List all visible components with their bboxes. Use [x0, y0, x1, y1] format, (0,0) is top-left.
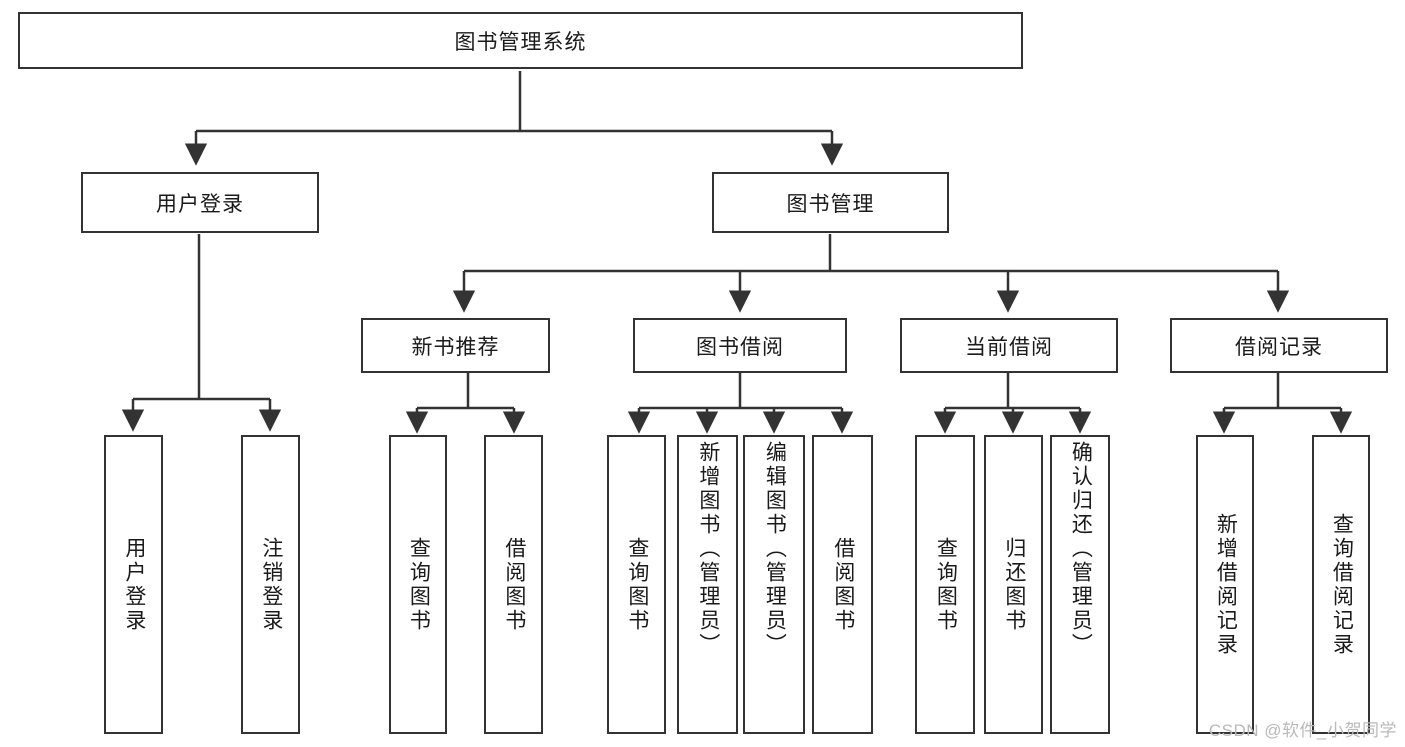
leaf-borrow-borrow-book[interactable]: 借阅图书	[812, 435, 873, 734]
node-label: 确认归还（管理员）	[1069, 441, 1093, 657]
node-label: 借阅图书	[502, 536, 526, 633]
node-label: 借阅图书	[831, 536, 855, 633]
node-label: 图书借阅	[696, 335, 784, 359]
node-label: 新增图书（管理员）	[696, 441, 720, 657]
node-label: 新书推荐	[411, 335, 500, 359]
node-current-borrow[interactable]: 当前借阅	[900, 318, 1118, 373]
leaf-current-return-book[interactable]: 归还图书	[984, 435, 1043, 734]
node-label: 查询借阅记录	[1330, 512, 1354, 657]
node-label: 编辑图书（管理员）	[763, 441, 787, 657]
node-label: 借阅记录	[1235, 335, 1323, 359]
node-user-login[interactable]: 用户登录	[81, 172, 319, 233]
leaf-new-book-query[interactable]: 查询图书	[389, 435, 447, 734]
leaf-record-add-record[interactable]: 新增借阅记录	[1196, 435, 1254, 734]
node-label: 注销登录	[259, 536, 283, 633]
leaf-borrow-add-book-admin[interactable]: 新增图书（管理员）	[677, 435, 738, 734]
node-new-book-recommend[interactable]: 新书推荐	[361, 318, 550, 373]
node-label: 用户登录	[156, 192, 244, 216]
node-root-system[interactable]: 图书管理系统	[18, 12, 1023, 69]
leaf-user-login-login[interactable]: 用户登录	[104, 435, 163, 734]
node-label: 查询图书	[934, 536, 958, 633]
node-label: 图书管理系统	[454, 30, 587, 54]
leaf-user-login-logout[interactable]: 注销登录	[241, 435, 300, 734]
node-borrow-record[interactable]: 借阅记录	[1170, 318, 1388, 373]
leaf-new-book-borrow[interactable]: 借阅图书	[484, 435, 543, 734]
leaf-record-query-record[interactable]: 查询借阅记录	[1312, 435, 1370, 734]
csdn-watermark: CSDN @软件_小贺同学	[1208, 721, 1397, 740]
node-label: 用户登录	[122, 536, 146, 633]
node-label: 归还图书	[1002, 536, 1026, 633]
node-book-management[interactable]: 图书管理	[712, 172, 949, 233]
leaf-current-query-book[interactable]: 查询图书	[915, 435, 975, 734]
node-label: 当前借阅	[965, 335, 1053, 359]
node-label: 查询图书	[407, 536, 431, 633]
leaf-current-confirm-return-admin[interactable]: 确认归还（管理员）	[1050, 435, 1110, 734]
leaf-borrow-edit-book-admin[interactable]: 编辑图书（管理员）	[743, 435, 805, 734]
node-book-borrow[interactable]: 图书借阅	[633, 318, 847, 373]
node-label: 图书管理	[786, 192, 875, 216]
node-label: 新增借阅记录	[1214, 512, 1238, 657]
node-label: 查询图书	[625, 536, 649, 633]
leaf-borrow-query-book[interactable]: 查询图书	[607, 435, 666, 734]
